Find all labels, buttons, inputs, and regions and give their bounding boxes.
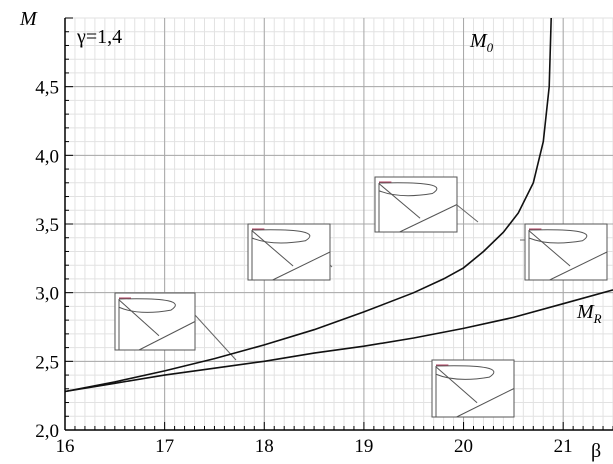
inset-ray xyxy=(378,183,421,219)
inset-leader-line xyxy=(194,314,237,361)
series-label-mr: MR xyxy=(576,301,602,326)
inset-diagrams xyxy=(114,176,608,418)
x-tick-label: 21 xyxy=(554,436,573,457)
inset-leader-line xyxy=(456,204,479,223)
inset-diagram xyxy=(374,176,479,233)
inset-ray xyxy=(138,321,196,351)
inset-frame xyxy=(114,292,196,351)
inset-shock-curve xyxy=(118,298,176,313)
y-tick-label: 3,0 xyxy=(35,284,59,305)
series-label-m0: M0 xyxy=(469,30,494,55)
inset-diagram xyxy=(114,292,237,361)
inset-frame xyxy=(431,359,515,418)
y-tick-label: 2,5 xyxy=(35,352,59,373)
y-tick-label: 4,5 xyxy=(35,78,59,99)
inset-shock-curve xyxy=(435,365,495,380)
series-label-mr-main: M xyxy=(576,301,595,323)
inset-ray xyxy=(118,299,160,337)
axes xyxy=(64,17,613,431)
inset-shock-curve xyxy=(528,229,588,244)
inset-diagram xyxy=(431,359,515,418)
inset-ray xyxy=(435,366,478,404)
y-axis-title: M xyxy=(19,8,38,30)
inset-shock-curve xyxy=(251,229,311,244)
tick-labels: 16 17 18 19 20 21 2,0 2,5 3,0 3,5 4,0 4,5 xyxy=(35,78,572,457)
series-lines xyxy=(64,17,613,393)
series-line-mr xyxy=(64,289,613,393)
inset-leader-line xyxy=(329,264,333,268)
x-tick-label: 19 xyxy=(354,436,373,457)
inset-ray xyxy=(272,251,331,281)
inset-ray xyxy=(456,388,515,418)
x-tick-label: 16 xyxy=(56,436,75,457)
x-tick-label: 17 xyxy=(155,436,174,457)
inset-ray xyxy=(251,230,294,267)
y-tick-label: 4,0 xyxy=(35,146,59,167)
inset-frame xyxy=(374,176,458,233)
inset-shock-curve xyxy=(378,182,438,197)
series-label-m0-main: M xyxy=(469,30,488,52)
y-tick-label: 2,0 xyxy=(35,421,59,442)
series-label-mr-sub: R xyxy=(593,311,602,326)
inset-ray xyxy=(528,230,571,267)
x-axis-title: β xyxy=(591,440,601,462)
series-line-m0 xyxy=(64,17,552,393)
inset-ray xyxy=(549,251,608,281)
x-tick-label: 18 xyxy=(255,436,274,457)
inset-ray xyxy=(399,204,458,233)
x-tick-label: 20 xyxy=(454,436,473,457)
gamma-annotation: γ=1,4 xyxy=(76,26,122,48)
inset-diagram xyxy=(247,223,333,281)
series-label-m0-sub: 0 xyxy=(487,40,494,55)
inset-diagram xyxy=(520,223,608,281)
y-tick-label: 3,5 xyxy=(35,215,59,236)
